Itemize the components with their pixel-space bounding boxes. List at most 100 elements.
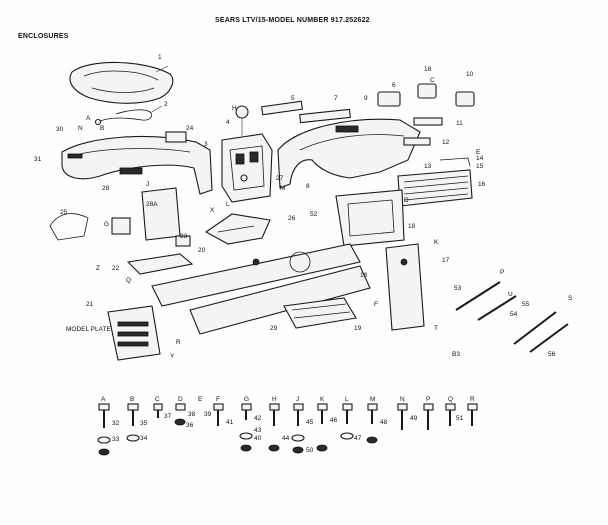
letter-mark-l: L: [226, 201, 230, 208]
callout-51: 51: [456, 415, 464, 422]
letter-mark-n: N: [78, 125, 83, 132]
callout-17: 17: [442, 257, 450, 264]
callout-30: 30: [56, 126, 64, 133]
model-plate-panel-part: [107, 305, 161, 361]
bolt-47: [340, 403, 354, 440]
letter-mark-t: T: [434, 325, 438, 332]
callout-45: 45: [306, 419, 314, 426]
bolt-45: [268, 403, 280, 452]
callout-1: 1: [158, 54, 162, 61]
letter-mark-b: B: [100, 125, 104, 132]
letter-mark-m: M: [280, 185, 285, 192]
letter-mark-y: Y: [170, 353, 175, 360]
letter-mark-k: K: [434, 239, 439, 246]
trim-11-part: [413, 117, 443, 126]
running-board-part: [151, 243, 371, 335]
bracket-14-part: [439, 157, 471, 167]
callout-4: 4: [226, 119, 230, 126]
hardware-letter-marks: A B C D E F G H J K L M N P Q R: [101, 396, 475, 403]
bolt-52: [467, 403, 478, 426]
callout-25: 25: [60, 209, 68, 216]
callout-40: 40: [254, 435, 262, 442]
callout-54: 54: [510, 311, 518, 318]
battery-tray-part: [126, 235, 194, 275]
callout-35: 35: [140, 420, 148, 427]
callout-10: 10: [466, 71, 474, 78]
callout-9: 9: [364, 95, 368, 102]
battery-bracket-part: [49, 187, 181, 241]
callout-39: 39: [204, 411, 212, 418]
callout-32: 32: [112, 420, 120, 427]
letter-j: J: [296, 396, 299, 403]
callout-50: 50: [306, 447, 314, 454]
letter-mark-q: Q: [126, 277, 131, 284]
letter-n: N: [400, 396, 405, 403]
letter-mark-p: P: [500, 269, 504, 276]
letter-k: K: [320, 396, 325, 403]
letter-mark-x: X: [210, 207, 215, 214]
letter-mark-u: U: [508, 291, 513, 298]
callout-8: 8: [306, 183, 310, 190]
callout-11: 11: [456, 120, 463, 127]
letter-a: A: [101, 396, 106, 403]
nut-38: [174, 403, 186, 426]
callout-15: 15: [476, 163, 484, 170]
callout-41: 41: [226, 419, 234, 426]
letter-h: H: [272, 396, 277, 403]
callout-18-top: 18: [424, 66, 432, 73]
letter-m: M: [370, 396, 375, 403]
callout-29: 29: [270, 325, 278, 332]
diagram-title: SEARS LTV/15-MODEL NUMBER 917.252622: [215, 17, 370, 24]
callout-56: 56: [548, 351, 556, 358]
trim-12-part: [403, 137, 431, 146]
callout-53: 53: [454, 285, 462, 292]
strip-5-part: [261, 100, 303, 116]
callout-42: 42: [254, 415, 262, 422]
callout-2: 2: [164, 101, 168, 108]
step-plate-part: [283, 297, 357, 329]
callout-23: 23: [180, 233, 188, 240]
callout-34: 34: [140, 435, 148, 442]
letter-mark-j: J: [146, 181, 149, 188]
callout-numbers: 1 2 3 4 5 6 7 8 9 10 11 12 13 14 15 16 1…: [34, 54, 556, 454]
letter-r: R: [470, 396, 475, 403]
letter-p: P: [426, 396, 430, 403]
callout-21: 21: [86, 301, 94, 308]
grille-part: [397, 169, 473, 207]
dash-bracket-part: [204, 213, 271, 245]
callout-19: 19: [354, 325, 362, 332]
bolt-50: [423, 403, 434, 430]
bolt-42: [239, 403, 253, 452]
callout-28: 28: [102, 185, 110, 192]
fender-part: [277, 118, 421, 189]
callout-13: 13: [424, 163, 432, 170]
letter-mark-e: E: [476, 149, 481, 156]
callout-18-frame: 18: [408, 223, 416, 230]
callout-20: 20: [198, 247, 206, 254]
bolt-35: [126, 403, 140, 442]
callout-46: 46: [330, 417, 338, 424]
letter-mark-h: H: [232, 105, 237, 112]
grille-frame-part: [335, 189, 405, 247]
rod-assembly-part: [455, 281, 569, 353]
hood-part: [61, 136, 213, 195]
letter-mark-r: R: [176, 339, 181, 346]
hardware-row: [97, 403, 478, 456]
letter-d: D: [178, 396, 183, 403]
letter-mark-f: F: [374, 301, 378, 308]
letter-mark-g: G: [104, 221, 109, 228]
letter-g: G: [244, 396, 249, 403]
letter-b: B: [130, 396, 134, 403]
callout-18-board: 18: [360, 272, 368, 279]
bolt-46: [316, 403, 328, 452]
bolt-45b: [291, 403, 305, 454]
callout-55: 55: [522, 301, 530, 308]
decal-24-part: [165, 131, 187, 143]
callout-5: 5: [291, 95, 295, 102]
letter-q: Q: [448, 396, 453, 403]
callout-37: 37: [164, 413, 172, 420]
bolt-49: [397, 403, 408, 430]
callout-16: 16: [478, 181, 486, 188]
callout-31: 31: [34, 156, 42, 163]
